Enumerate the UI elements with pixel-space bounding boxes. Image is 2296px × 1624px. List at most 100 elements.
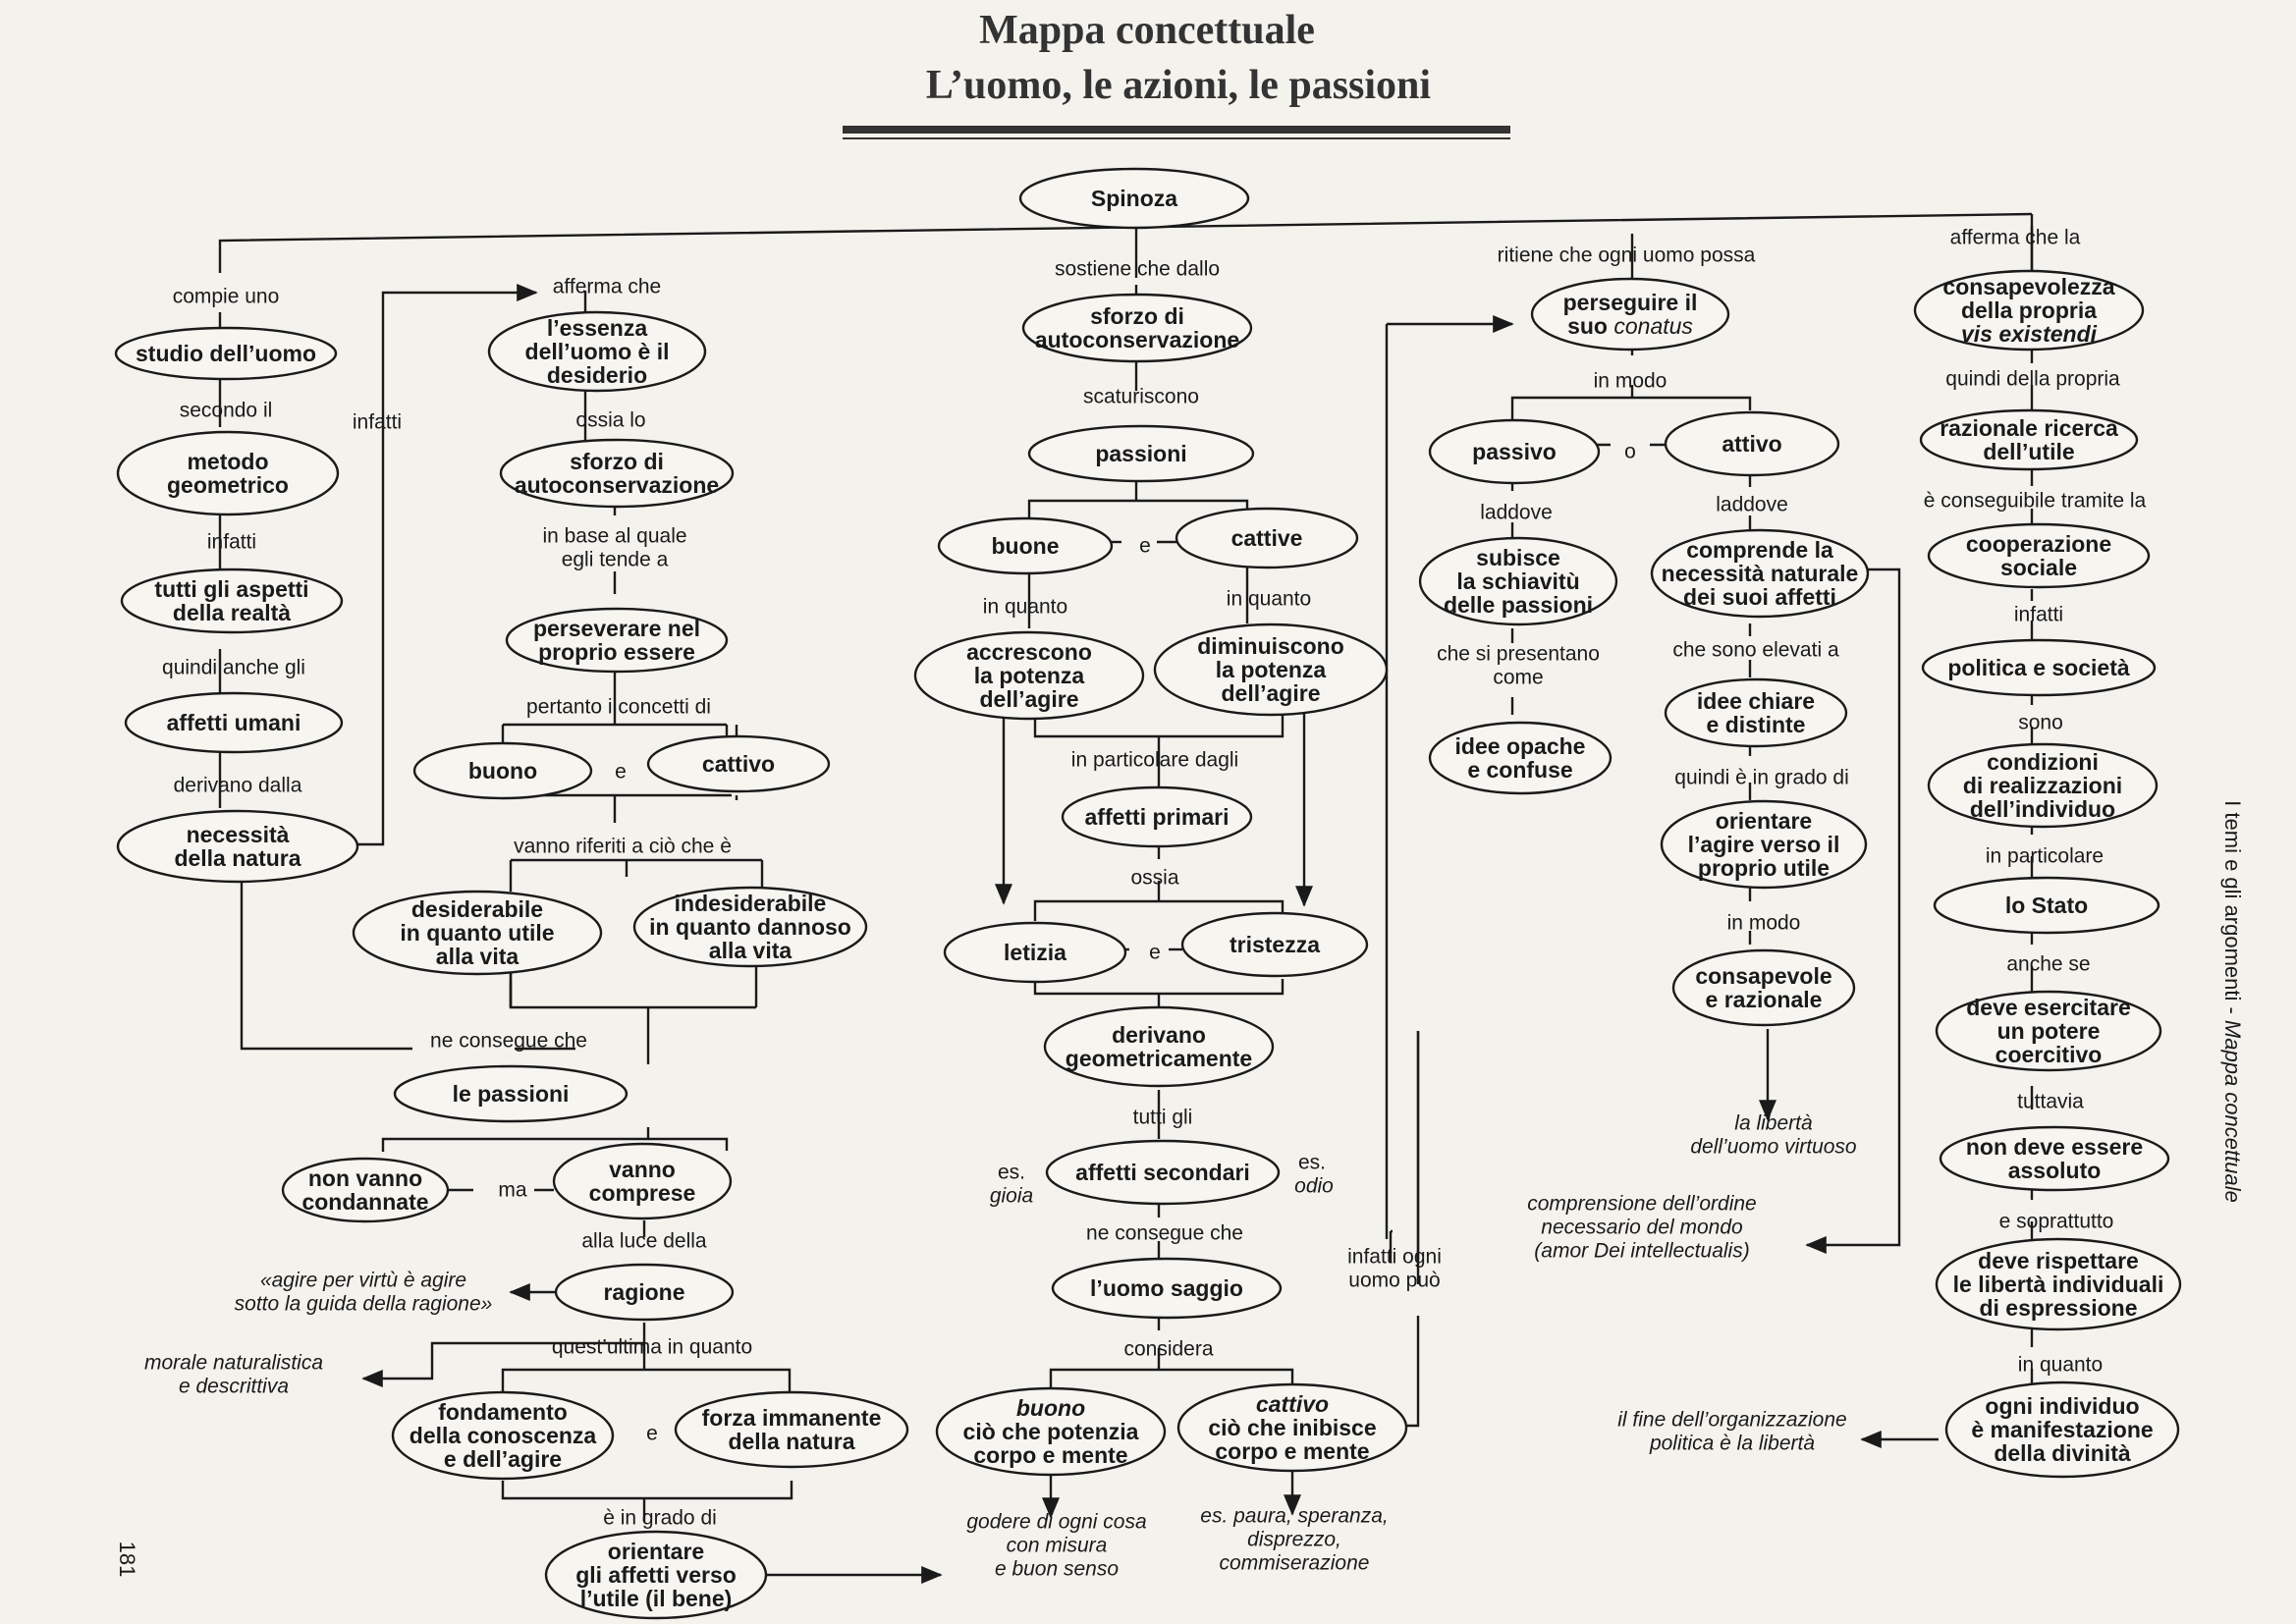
node-le-passioni-outline (393, 1064, 629, 1123)
label-che-si-presentano-text-2: come (1493, 667, 1543, 689)
node-ogni-individuo-outline (1944, 1380, 2180, 1479)
node-studio-uomo-text-1: studio dell’uomo (136, 341, 316, 366)
node-sforzo-autoconservazione-center-outline (1021, 293, 1253, 363)
map-title-line-1: Mappa concettuale (979, 8, 1315, 53)
node-liberta-individuali-text-1: deve rispettare (1978, 1248, 2139, 1273)
node-buono-center-outline (935, 1386, 1167, 1477)
node-consapevole-text-2: e razionale (1706, 987, 1823, 1012)
label-infatti-loop: infatti (353, 411, 402, 434)
node-non-condannate-text-2: condannate (301, 1189, 428, 1215)
node-desiderabile-text-2: in quanto utile (400, 920, 554, 946)
label-o: o (1624, 441, 1636, 463)
label-es-paura-text-2: disprezzo, (1247, 1529, 1341, 1551)
node-orientare-affetti-text-2: gli affetti verso (575, 1562, 737, 1588)
node-uomo-saggio: l’uomo saggio (1051, 1257, 1283, 1320)
node-cattivo-center-text-1: cattivo (1256, 1391, 1329, 1417)
label-es-paura-text-1: es. paura, speranza, (1200, 1505, 1388, 1528)
node-razionale-ricerca-outline (1919, 408, 2139, 471)
node-cattivo-left-text-1: cattivo (702, 751, 775, 777)
node-vanno-comprese-text-2: comprese (589, 1180, 696, 1206)
label-quest-ultima: quest’ultima in quanto (552, 1336, 752, 1359)
node-affetti-umani: affetti umani (124, 691, 344, 754)
node-non-assoluto-text-2: assoluto (2008, 1158, 2102, 1183)
label-laddove-2: laddove (1716, 494, 1788, 516)
node-buono-center-text-2: ciò che potenzia (963, 1419, 1139, 1444)
node-attivo: attivo (1664, 410, 1840, 477)
page-number: 181 (115, 1542, 139, 1578)
node-indesiderabile-outline (632, 886, 868, 968)
node-consapevole-text-1: consapevole (1695, 963, 1831, 989)
node-orientare-affetti-text-1: orientare (608, 1539, 704, 1564)
side-caption: I temi e gli argomenti - Mappa concettua… (2220, 800, 2245, 1203)
node-buono-left: buono (412, 741, 593, 800)
node-diminuiscono-text-2: la potenza (1216, 657, 1327, 682)
node-forza-immanente-text-2: della natura (728, 1429, 854, 1454)
node-ogni-individuo-text-2: è manifestazione (1971, 1417, 2153, 1442)
label-e-2-text-1: e (646, 1423, 658, 1445)
label-infatti-1-text-1: infatti (207, 531, 256, 554)
node-subisce-text-3: delle passioni (1444, 592, 1593, 618)
node-subisce-text-1: subisce (1476, 545, 1560, 570)
node-perseguire-conatus-outline (1530, 277, 1730, 352)
label-laddove-1-text-1: laddove (1480, 502, 1553, 524)
node-liberta-individuali-text-3: di espressione (1979, 1295, 2137, 1321)
node-consapevolezza-outline (1913, 269, 2145, 352)
node-cattive-outline (1175, 507, 1359, 569)
node-perseverare-text-2: proprio essere (538, 639, 695, 665)
node-sforzo-autoconservazione-left-text-2: autoconservazione (515, 472, 719, 498)
node-idee-opache-text-2: e confuse (1467, 757, 1572, 783)
node-subisce-text-2: la schiavitù (1456, 568, 1579, 594)
node-ogni-individuo-text-1: ogni individuo (1985, 1393, 2139, 1419)
node-idee-chiare-text-2: e distinte (1707, 712, 1806, 737)
label-agire-virtu-text-2: sotto la guida della ragione» (235, 1293, 493, 1316)
node-lo-stato: lo Stato (1933, 876, 2160, 935)
node-passivo: passivo (1428, 418, 1601, 485)
label-anche-se: anche se (2006, 953, 2090, 976)
label-es-odio-2: odio (1294, 1175, 1334, 1198)
node-cooperazione-outline (1927, 522, 2151, 589)
node-cattivo-center-outline (1176, 1382, 1408, 1473)
node-passioni: passioni (1027, 424, 1255, 483)
label-quindi-anche-gli: quindi anche gli (162, 657, 305, 679)
node-uomo-saggio-outline (1051, 1257, 1283, 1320)
node-accrescono-text-2: la potenza (974, 663, 1085, 688)
label-che-sono-elevati: che sono elevati a (1672, 639, 1839, 662)
label-vanno-riferiti-text-1: vanno riferiti a ciò che è (514, 836, 732, 858)
node-uomo-saggio-text-1: l’uomo saggio (1090, 1275, 1243, 1301)
node-non-condannate-outline (281, 1157, 450, 1223)
label-infatti-1: infatti (207, 531, 256, 554)
label-e-3: e (1139, 535, 1151, 558)
node-idee-opache-outline (1428, 721, 1613, 795)
node-sforzo-autoconservazione-center-text-1: sforzo di (1090, 303, 1184, 329)
node-perseguire-conatus-text-2-italic: conatus (1613, 313, 1693, 339)
label-fine-organizzazione-text-2: politica è la libertà (1649, 1433, 1815, 1455)
label-in-quanto-2: in quanto (1227, 588, 1311, 611)
label-considera: considera (1123, 1338, 1213, 1361)
label-es-odio-1: es. (1298, 1152, 1326, 1174)
node-attivo-outline (1664, 410, 1840, 477)
node-idee-chiare-text-1: idee chiare (1697, 688, 1815, 714)
label-afferma-che-la-text-1: afferma che la (1950, 227, 2081, 249)
label-afferma-che: afferma che (553, 276, 662, 298)
label-quindi-grado: quindi è in grado di (1674, 767, 1848, 789)
node-orientare-affetti-outline (544, 1530, 768, 1620)
label-alla-luce: alla luce della (581, 1230, 707, 1253)
node-orientare-agire-outline (1660, 799, 1868, 890)
label-in-particolare: in particolare (1986, 845, 2104, 868)
label-es-gioia-1: es. (998, 1162, 1025, 1184)
label-es-odio-2-text-1: odio (1294, 1175, 1334, 1198)
node-idee-chiare-outline (1664, 677, 1848, 748)
label-comprensione-text-1: comprensione dell’ordine (1527, 1193, 1756, 1216)
label-liberta-virtuoso-text-2: dell’uomo virtuoso (1690, 1136, 1857, 1159)
